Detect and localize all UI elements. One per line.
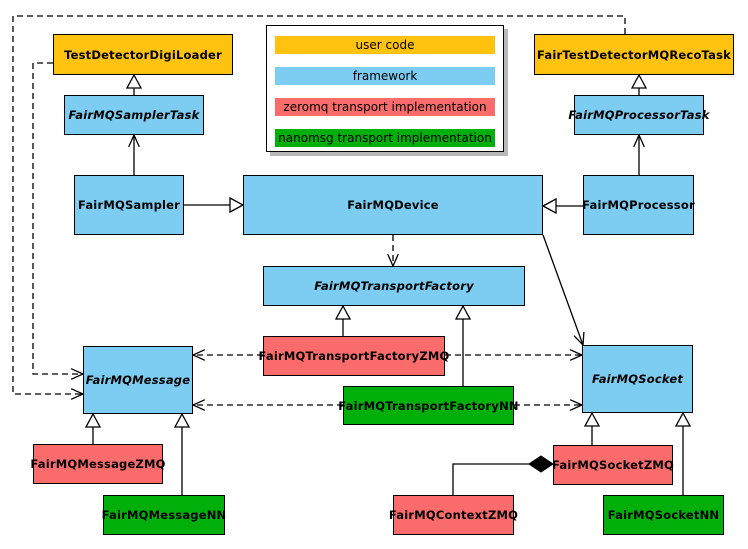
edge-processortask-to-recotask (630, 73, 648, 95)
inheritance-triangle-icon (541, 197, 557, 215)
edge-socketnn-to-socket (674, 411, 692, 495)
edge-socketzmq-to-socket (583, 411, 601, 445)
inheritance-triangle-icon (125, 73, 143, 89)
edge-tfnn-to-transportfactory (454, 304, 472, 386)
edge-line (452, 463, 529, 495)
legend-item-framework: framework (275, 67, 495, 85)
legend-item-label: framework (352, 69, 418, 83)
inheritance-triangle-icon (229, 196, 245, 214)
edge-processor-to-processortask (633, 133, 645, 175)
inheritance-triangle-icon (583, 411, 601, 427)
legend-item-zeromq: zeromq transport implementation (275, 98, 495, 116)
legend-item-label: nanomsg transport implementation (278, 131, 492, 145)
edge-processor-to-device (541, 197, 583, 215)
edge-line (542, 234, 584, 346)
edge-messagenn-to-message (173, 412, 191, 495)
edge-sampler-to-samplertask (128, 133, 140, 175)
open-arrowhead-icon (128, 133, 140, 148)
edge-line (12, 15, 626, 395)
inheritance-triangle-icon (454, 304, 472, 320)
edge-line (32, 62, 83, 375)
legend-item-nanomsg: nanomsg transport implementation (275, 129, 495, 147)
legend: user code framework zeromq transport imple… (266, 25, 504, 152)
edge-device-to-transportfactory (387, 235, 399, 268)
legend-item-label: user code (355, 38, 415, 52)
edge-tfzmq-to-transportfactory (334, 304, 352, 336)
legend-item-label: zeromq transport implementation (283, 100, 487, 114)
edge-tfnn-to-message (191, 399, 343, 411)
inheritance-triangle-icon (84, 412, 102, 428)
open-arrowhead-icon (191, 399, 206, 411)
legend-item-user-code: user code (275, 36, 495, 54)
edge-device-to-socket (542, 234, 585, 347)
edge-tfnn-to-socket (514, 399, 584, 411)
edge-tfzmq-to-message (191, 349, 263, 361)
inheritance-triangle-icon (630, 73, 648, 89)
edge-sampler-to-device (184, 196, 245, 214)
inheritance-triangle-icon (674, 411, 692, 427)
edge-tfzmq-to-socket (445, 349, 584, 361)
inheritance-triangle-icon (173, 412, 191, 428)
edge-messagezmq-to-message (84, 412, 102, 444)
open-arrowhead-icon (633, 133, 645, 148)
edge-samplertask-to-digiloader (125, 73, 143, 95)
edge-contextzmq-to-socketzmq (452, 455, 554, 495)
open-arrowhead-icon (191, 349, 206, 361)
inheritance-triangle-icon (334, 304, 352, 320)
edge-digiloader-to-message (32, 62, 85, 380)
legend-items: user code framework zeromq transport imple… (275, 36, 495, 147)
composition-diamond-icon (528, 455, 554, 473)
